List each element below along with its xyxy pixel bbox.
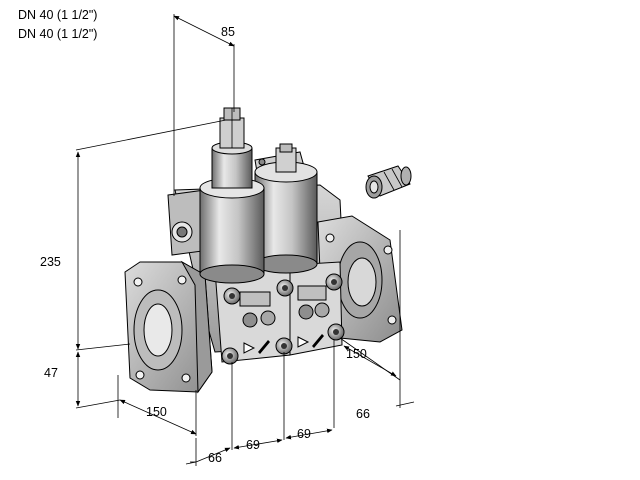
dimension-labels: 85 235 47 150 66 69 69 150 66 bbox=[40, 25, 370, 465]
dim-69-second: 69 bbox=[297, 427, 311, 441]
dim-66-right: 66 bbox=[356, 407, 370, 421]
cable-gland bbox=[365, 165, 412, 199]
dimension-lines bbox=[75, 14, 415, 466]
dim-66-bottom: 66 bbox=[208, 451, 222, 465]
dim-47: 47 bbox=[44, 366, 58, 380]
bolt-heads bbox=[221, 273, 345, 365]
dim-150-right: 150 bbox=[346, 347, 367, 361]
solenoid-coil-right bbox=[254, 143, 318, 274]
solenoid-coil-left bbox=[199, 107, 265, 284]
dim-69-first: 69 bbox=[246, 438, 260, 452]
dim-85: 85 bbox=[221, 25, 235, 39]
model-size-label-1: DN 40 (1 1/2") bbox=[18, 8, 98, 22]
left-flange bbox=[124, 260, 213, 394]
dim-235: 235 bbox=[40, 255, 61, 269]
dim-150-left: 150 bbox=[146, 405, 167, 419]
model-size-label-2: DN 40 (1 1/2") bbox=[18, 27, 98, 41]
